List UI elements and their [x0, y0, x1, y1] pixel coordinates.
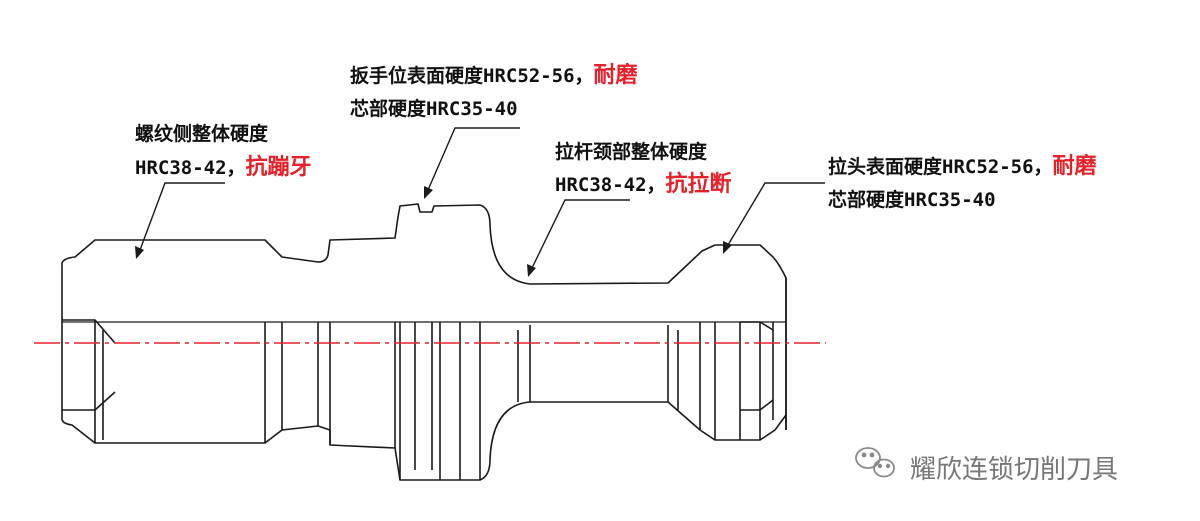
- annotation-head-highlight: 耐磨: [1053, 154, 1097, 179]
- head-chamfer-lower: [740, 399, 774, 411]
- head-chamfer-upper: [740, 321, 774, 331]
- arrow-neck: [527, 264, 536, 277]
- annotation-head: 拉头表面硬度HRC52-56，耐磨: [828, 154, 1097, 179]
- leader-neck: [531, 199, 630, 269]
- arrow-head: [723, 241, 732, 254]
- leader-arrowheads: [135, 186, 732, 277]
- leader-wrench: [427, 127, 520, 191]
- leader-thread: [139, 182, 225, 251]
- watermark-text: 耀欣连锁切削刀具: [910, 455, 1118, 485]
- annotation-head-line1: 拉头表面硬度HRC52-56，: [828, 155, 1053, 178]
- annotation-neck-line2: HRC38-42，: [555, 174, 666, 196]
- annotation-wrench-line2: 芯部硬度HRC35-40: [350, 97, 518, 120]
- annotation-thread: HRC38-42，抗蹦牙: [135, 154, 312, 180]
- annotation-neck-line1: 拉杆颈部整体硬度: [555, 140, 708, 163]
- arrow-wrench: [424, 186, 433, 199]
- outline-upper-profile: [61, 203, 787, 430]
- annotation-thread-highlight: 抗蹦牙: [246, 154, 312, 180]
- annotation-neck: HRC38-42，抗拉断: [555, 171, 732, 197]
- thread-chamfer-lower: [62, 391, 116, 411]
- outline-lower-profile: [61, 401, 787, 481]
- annotation-head-line2: 芯部硬度HRC35-40: [828, 188, 996, 211]
- annotation-thread-line1: 螺纹侧整体硬度: [135, 122, 269, 145]
- wechat-icon: [855, 447, 895, 478]
- annotation-thread-line2: HRC38-42，: [135, 157, 246, 179]
- annotation-wrench-highlight: 耐磨: [594, 63, 638, 88]
- annotation-wrench-line1: 扳手位表面硬度HRC52-56，: [350, 64, 594, 87]
- annotation-neck-highlight: 抗拉断: [666, 171, 732, 197]
- arrow-thread: [135, 246, 144, 259]
- annotation-wrench: 扳手位表面硬度HRC52-56，耐磨: [350, 63, 638, 88]
- leader-lines: [139, 127, 825, 269]
- watermark: 耀欣连锁切削刀具: [855, 447, 1118, 485]
- leader-head: [727, 182, 825, 246]
- pull-stud-outline: [61, 203, 787, 481]
- thread-chamfer-upper: [62, 319, 116, 344]
